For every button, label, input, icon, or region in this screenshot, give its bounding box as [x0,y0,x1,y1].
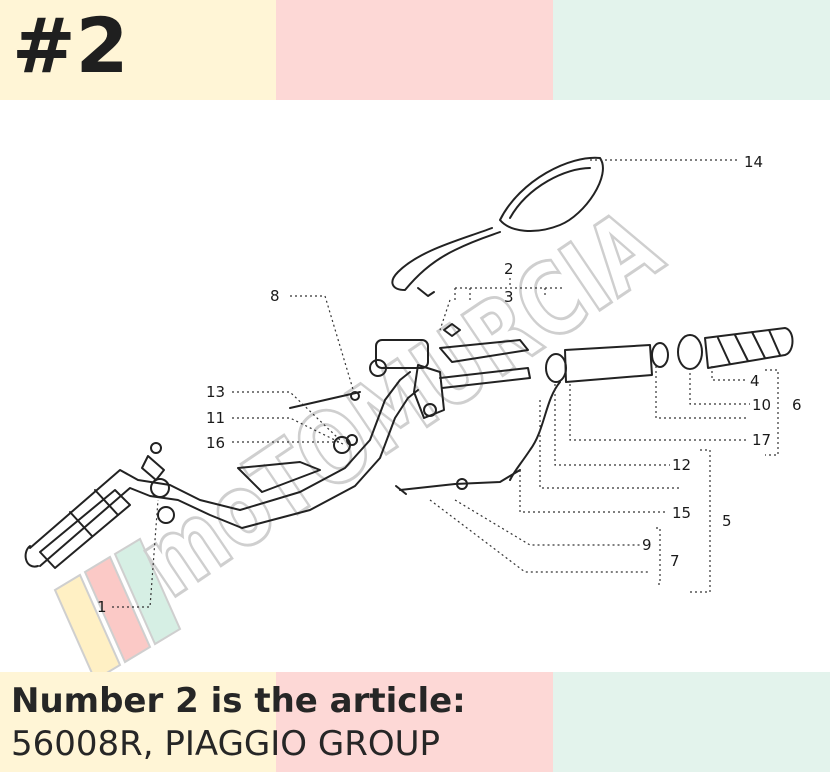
callout-10: 10 [752,396,771,414]
parts-drawing [24,156,794,569]
brake-lever [439,323,531,389]
band-yellow-bottom [0,672,276,772]
callout-14: 14 [744,153,763,171]
callout-17: 17 [752,431,771,449]
band-yellow [0,0,276,100]
left-grip [39,489,131,569]
article-number: 56008R, PIAGGIO GROUP [11,724,441,764]
leader-lines [112,159,779,608]
callout-4: 4 [750,372,760,390]
callout-13: 13 [206,383,225,401]
callout-11: 11 [206,409,225,427]
bottom-color-band [0,672,830,772]
mirror-part [391,156,604,297]
handlebar-tube [24,371,419,568]
top-color-band [0,0,830,100]
callout-2: 2 [504,260,514,278]
callout-5: 5 [722,512,732,530]
callout-12: 12 [672,456,691,474]
left-clamp [141,442,175,524]
band-pink-bottom [276,672,553,772]
band-pink [276,0,553,100]
watermark-stripes [53,537,182,672]
throttle-grip [545,327,794,383]
callout-15: 15 [672,504,691,522]
callout-3: 3 [504,288,514,306]
article-heading: Number 2 is the article: [11,681,466,721]
part-number-badge: #2 [12,1,129,90]
band-mint [553,0,830,100]
callouts: 14 2 3 8 13 11 16 1 4 10 6 17 12 15 5 9 … [97,153,802,616]
callout-16: 16 [206,434,225,452]
callout-9: 9 [642,536,652,554]
band-mint-bottom [553,672,830,772]
master-cylinder [333,339,445,454]
callout-1: 1 [97,598,107,616]
watermark-text: moTOMURCIA [118,187,681,620]
handlebar-exploded-diagram: moTOMURCIA [24,153,802,672]
callout-7: 7 [670,552,680,570]
callout-8: 8 [270,287,280,305]
throttle-cable [395,381,561,495]
watermark: moTOMURCIA [53,186,682,672]
callout-6: 6 [792,396,802,414]
